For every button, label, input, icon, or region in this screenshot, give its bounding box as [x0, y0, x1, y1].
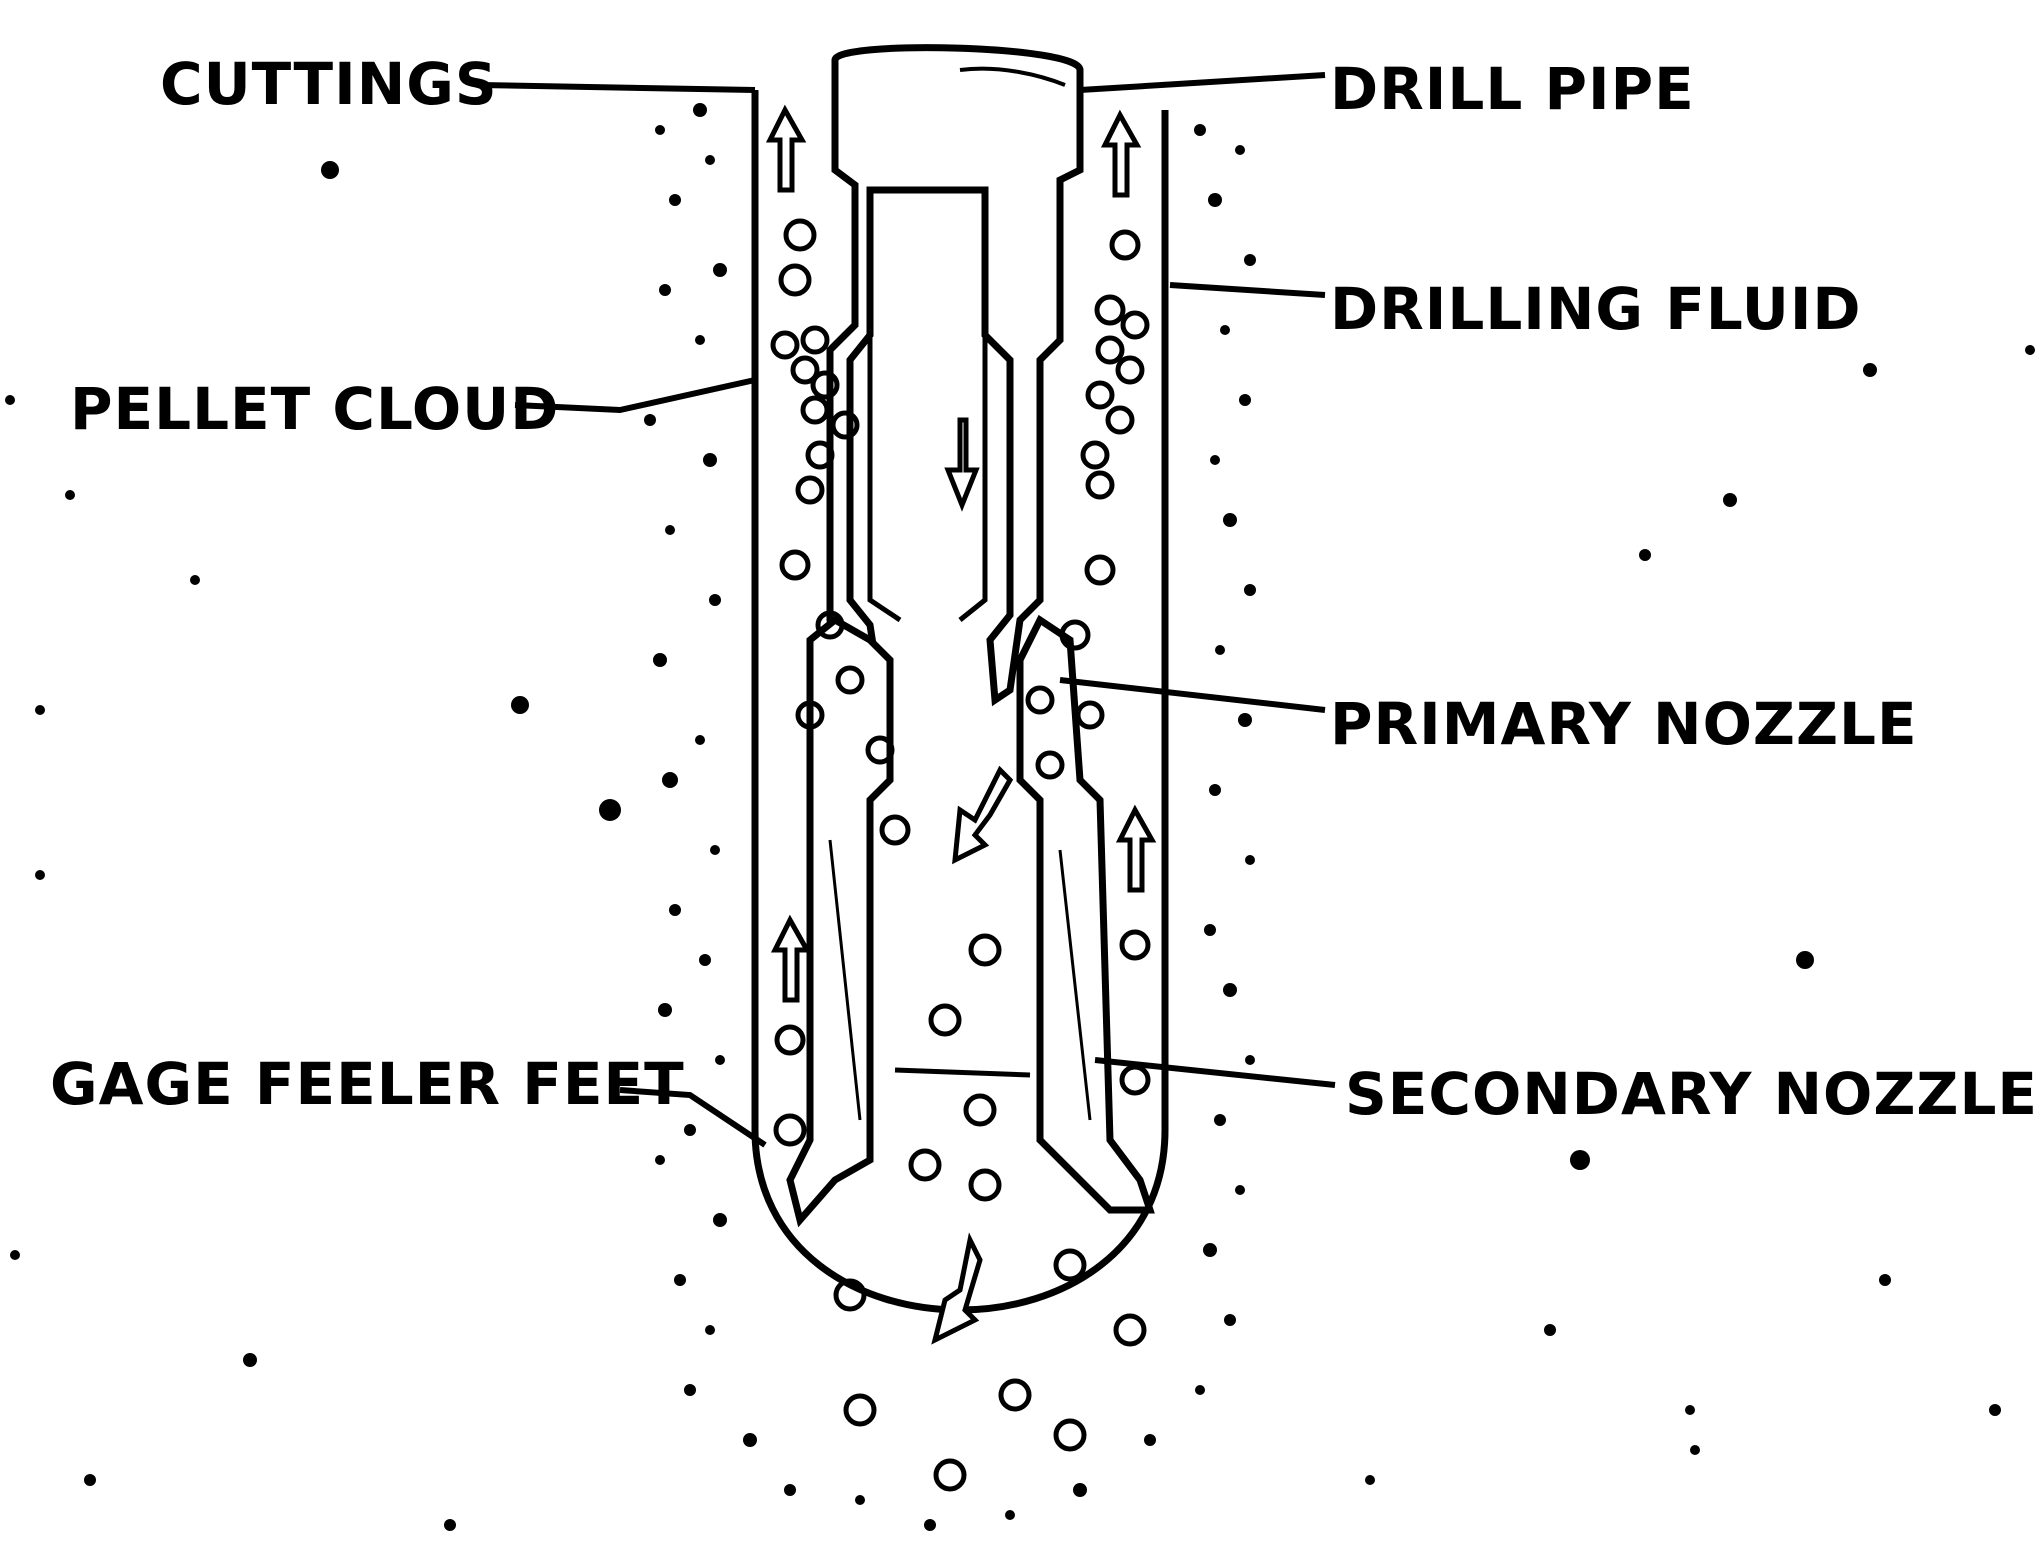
label-pellet-cloud: PELLET CLOUD	[70, 380, 559, 438]
label-drill-pipe: DRILL PIPE	[1330, 60, 1695, 118]
label-gage-feeler-feet: GAGE FEELER FEET	[50, 1055, 685, 1113]
secondary-nozzle-right	[1020, 620, 1150, 1210]
leader-lines	[480, 75, 1335, 1145]
label-cuttings: CUTTINGS	[160, 55, 498, 113]
drill-pipe-inner	[870, 190, 985, 620]
label-secondary-nozzle: SECONDARY NOZZLE	[1345, 1065, 2036, 1123]
label-primary-nozzle: PRIMARY NOZZLE	[1330, 695, 1918, 753]
label-drilling-fluid: DRILLING FLUID	[1330, 280, 1862, 338]
